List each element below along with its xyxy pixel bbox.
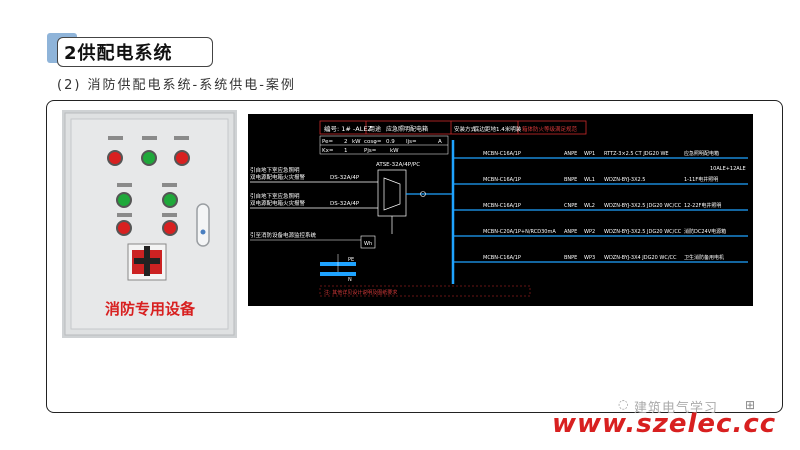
lamp-red-3 (116, 220, 132, 236)
slide-title-text: 2供配电系统 (64, 43, 173, 64)
circuit-3-cable: WDZN-BYJ-3X2.5 JDG20 WC/CC (604, 203, 682, 209)
circuit-5-breaker: MCBN-C16A/1P (483, 255, 521, 261)
breaker-1: DS-32A/4P (330, 175, 360, 181)
distribution-drawing: 编号: 1# -ALEZ 用途 应急照明配电箱 安装方式 底边距地1.4米明装 … (248, 114, 753, 306)
circuit-4-cable: WDZN-BYJ-3X2.5 JDG20 WC/CC (604, 229, 682, 235)
pe-label: Pe= (322, 139, 334, 145)
circuit-4-code: WP2 (584, 229, 595, 235)
kx-value: 1 (344, 148, 348, 154)
circuit-1-cable: RTTZ-3×2.5 CT JDG20 WE (604, 151, 669, 157)
circuit-2-cable: WDZN-BYJ-3X2.5 (604, 177, 645, 183)
circuit-1-breaker: MCBN-C16A/1P (483, 151, 521, 157)
fire-link-label: 引至消防设备电源监控系统 (250, 231, 317, 239)
drawing-note: 箱体防火等级满足规范 (522, 125, 578, 133)
circuit-1-phase: ANPE (564, 151, 577, 157)
pe-unit: kW (352, 139, 361, 145)
lamp-red-1 (107, 150, 123, 166)
slide-subtitle: (2) 消防供配电系统-系统供电-案例 (57, 78, 296, 93)
ijs-label: Ijs= (406, 139, 417, 145)
cabinet-label: 消防专用设备 (105, 300, 196, 318)
circuit-3-breaker: MCBN-C16A/1P (483, 203, 521, 209)
drawing-bottom-note: 注: 其他详见设计说明及图纸要求 (324, 289, 397, 296)
circuit-4: MCBN-C20A/1P+N/RCD30mA ANPE WP2 WDZN-BYJ… (453, 228, 748, 237)
circuit-3-load: 12-22F电井照明 (684, 202, 721, 209)
circuit-5-phase: BNPE (564, 255, 577, 261)
circuit-5-load: 卫生消防备用电机 (684, 254, 724, 261)
circuit-1: MCBN-C16A/1P ANPE WP1 RTTZ-3×2.5 CT JDG2… (453, 150, 748, 159)
circuit-3: MCBN-C16A/1P CNPE WL2 WDZN-BYJ-3X2.5 JDG… (453, 202, 748, 211)
circuit-2-breaker: MCBN-C16A/1P (483, 177, 521, 183)
cabinet-lamps (107, 150, 190, 236)
drawing-mount-label: 安装方式 (454, 125, 477, 133)
door-handle (196, 203, 210, 247)
circuit-5-cable: WDZN-BYJ-3X4 JDG20 WC/CC (604, 255, 677, 261)
circuit-2: MCBN-C16A/1P BNPE WL1 WDZN-BYJ-3X2.5 1-1… (453, 176, 748, 185)
pjs-unit: kW (390, 148, 399, 154)
slide-title: 2供配电系统 (57, 37, 213, 67)
drawing-use-label: 用途 (369, 125, 381, 133)
watermark-text: 建筑电气学习 (634, 401, 719, 416)
lamp-green-2 (116, 192, 132, 208)
breaker-2: DS-32A/4P (330, 201, 360, 207)
n-bar-label: N (348, 277, 352, 283)
fire-cabinet-photo: 消防专用设备 (62, 110, 237, 338)
pjs-label: Pjs= (364, 148, 377, 154)
circuit-2-code: WL1 (584, 177, 595, 183)
circuit-3-phase: CNPE (564, 203, 577, 209)
input-2-line-a: 引自地下室应急照明 (250, 192, 300, 200)
right-extra-label: 10ALE+12ALE (710, 166, 746, 172)
drawing-number: 编号: 1# -ALEZ (324, 124, 372, 133)
cos-value: 0.9 (386, 139, 395, 145)
pe-value: 2 (344, 139, 348, 145)
drawing-use-value: 应急照明配电箱 (386, 125, 428, 133)
ijs-unit: A (438, 139, 442, 145)
circuit-4-load: 消防DC24V电源箱 (684, 228, 726, 235)
circuit-5: MCBN-C16A/1P BNPE WP3 WDZN-BYJ-3X4 JDG20… (453, 254, 748, 263)
circuit-4-phase: ANPE (564, 229, 577, 235)
input-1-line-b: 双电源配电箱火灾报警 (250, 173, 306, 181)
lamp-green-1 (141, 150, 157, 166)
circuit-1-load: 应急照明配电箱 (684, 150, 719, 157)
watermark-url: www.szelec.cc (552, 409, 777, 439)
input-2-line-b: 双电源配电箱火灾报警 (250, 199, 306, 207)
circuit-4-breaker: MCBN-C20A/1P+N/RCD30mA (483, 229, 556, 235)
meter-box (360, 235, 376, 249)
kx-label: Kx= (322, 148, 334, 154)
input-1-line-a: 引自地下室应急照明 (250, 166, 300, 174)
lamp-red-4 (162, 220, 178, 236)
cos-label: cosφ= (364, 139, 382, 145)
circuit-5-code: WP3 (584, 255, 595, 261)
drawing-mount-value: 底边距地1.4米明装 (474, 125, 522, 133)
circuit-2-load: 1-11F电井照明 (684, 176, 718, 183)
svg-text:Wh: Wh (364, 241, 372, 247)
corner-icon: ⊞ (745, 398, 756, 412)
circuit-3-code: WL2 (584, 203, 595, 209)
lamp-green-3 (162, 192, 178, 208)
circuit-2-phase: BNPE (564, 177, 577, 183)
circuit-1-code: WP1 (584, 151, 595, 157)
lamp-red-2 (174, 150, 190, 166)
wechat-icon: ◌ (618, 397, 629, 411)
pe-bar-label: PE (348, 257, 354, 263)
ats-label: ATSE-32A/4P/PC (376, 162, 420, 168)
